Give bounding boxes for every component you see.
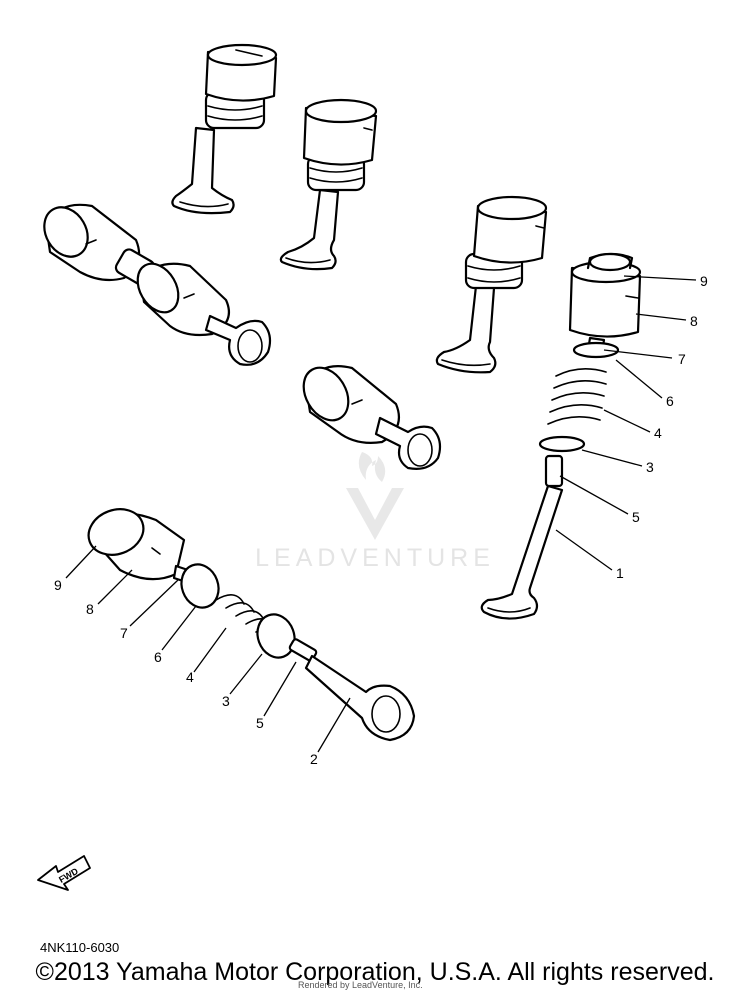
callout-4-left: 4: [186, 669, 194, 685]
spring-4-left: [215, 594, 285, 637]
callout-9-left: 9: [54, 577, 62, 593]
exploded-valve-right: [480, 252, 642, 620]
fwd-arrow-icon: FWD: [37, 855, 91, 891]
callout-7-right: 7: [678, 351, 686, 367]
callout-3-right: 3: [646, 459, 654, 475]
callout-5-left: 5: [256, 715, 264, 731]
seal-5-right: [544, 454, 564, 488]
callout-5-right: 5: [632, 509, 640, 525]
callout-8-left: 8: [86, 601, 94, 617]
callout-6-left: 6: [154, 649, 162, 665]
leader-lines-right: [555, 275, 697, 571]
valve-assembly-top-center: [279, 98, 378, 271]
spring-4-right: [547, 368, 607, 425]
valve-assembly-left-pair: [43, 203, 272, 366]
diagram-code: 4NK110-6030: [40, 940, 120, 955]
seat-3-left: [256, 613, 296, 659]
callout-8-right: 8: [690, 313, 698, 329]
callout-7-left: 7: [120, 625, 128, 641]
watermark-text: LEADVENTURE: [255, 544, 495, 572]
retainer-6-left: [180, 563, 220, 609]
exploded-valve-left: [87, 508, 416, 742]
callout-1-right: 1: [616, 565, 624, 581]
callout-2-left: 2: [310, 751, 318, 767]
seat-3-right: [538, 435, 586, 453]
valve-1-exhaust: [480, 484, 564, 620]
leader-lines-left: [65, 545, 351, 753]
callout-6-right: 6: [666, 393, 674, 409]
copyright-notice: ©2013 Yamaha Motor Corporation, U.S.A. A…: [35, 958, 715, 986]
callout-4-right: 4: [654, 425, 662, 441]
retainer-6-right: [572, 341, 620, 359]
valve-assembly-center: [302, 365, 442, 470]
valve-assembly-center-right: [435, 195, 548, 374]
tappet-8-right: [568, 266, 642, 338]
leadventure-watermark: LEADVENTURE: [255, 452, 495, 572]
callout-9-right: 9: [700, 273, 708, 289]
rendered-by-notice: Rendered by LeadVenture, Inc.: [298, 980, 423, 990]
shim-9-left: [87, 508, 145, 556]
valve-assembly-top-left: [171, 43, 278, 215]
callout-3-left: 3: [222, 693, 230, 709]
valve-2-intake: [304, 654, 416, 742]
